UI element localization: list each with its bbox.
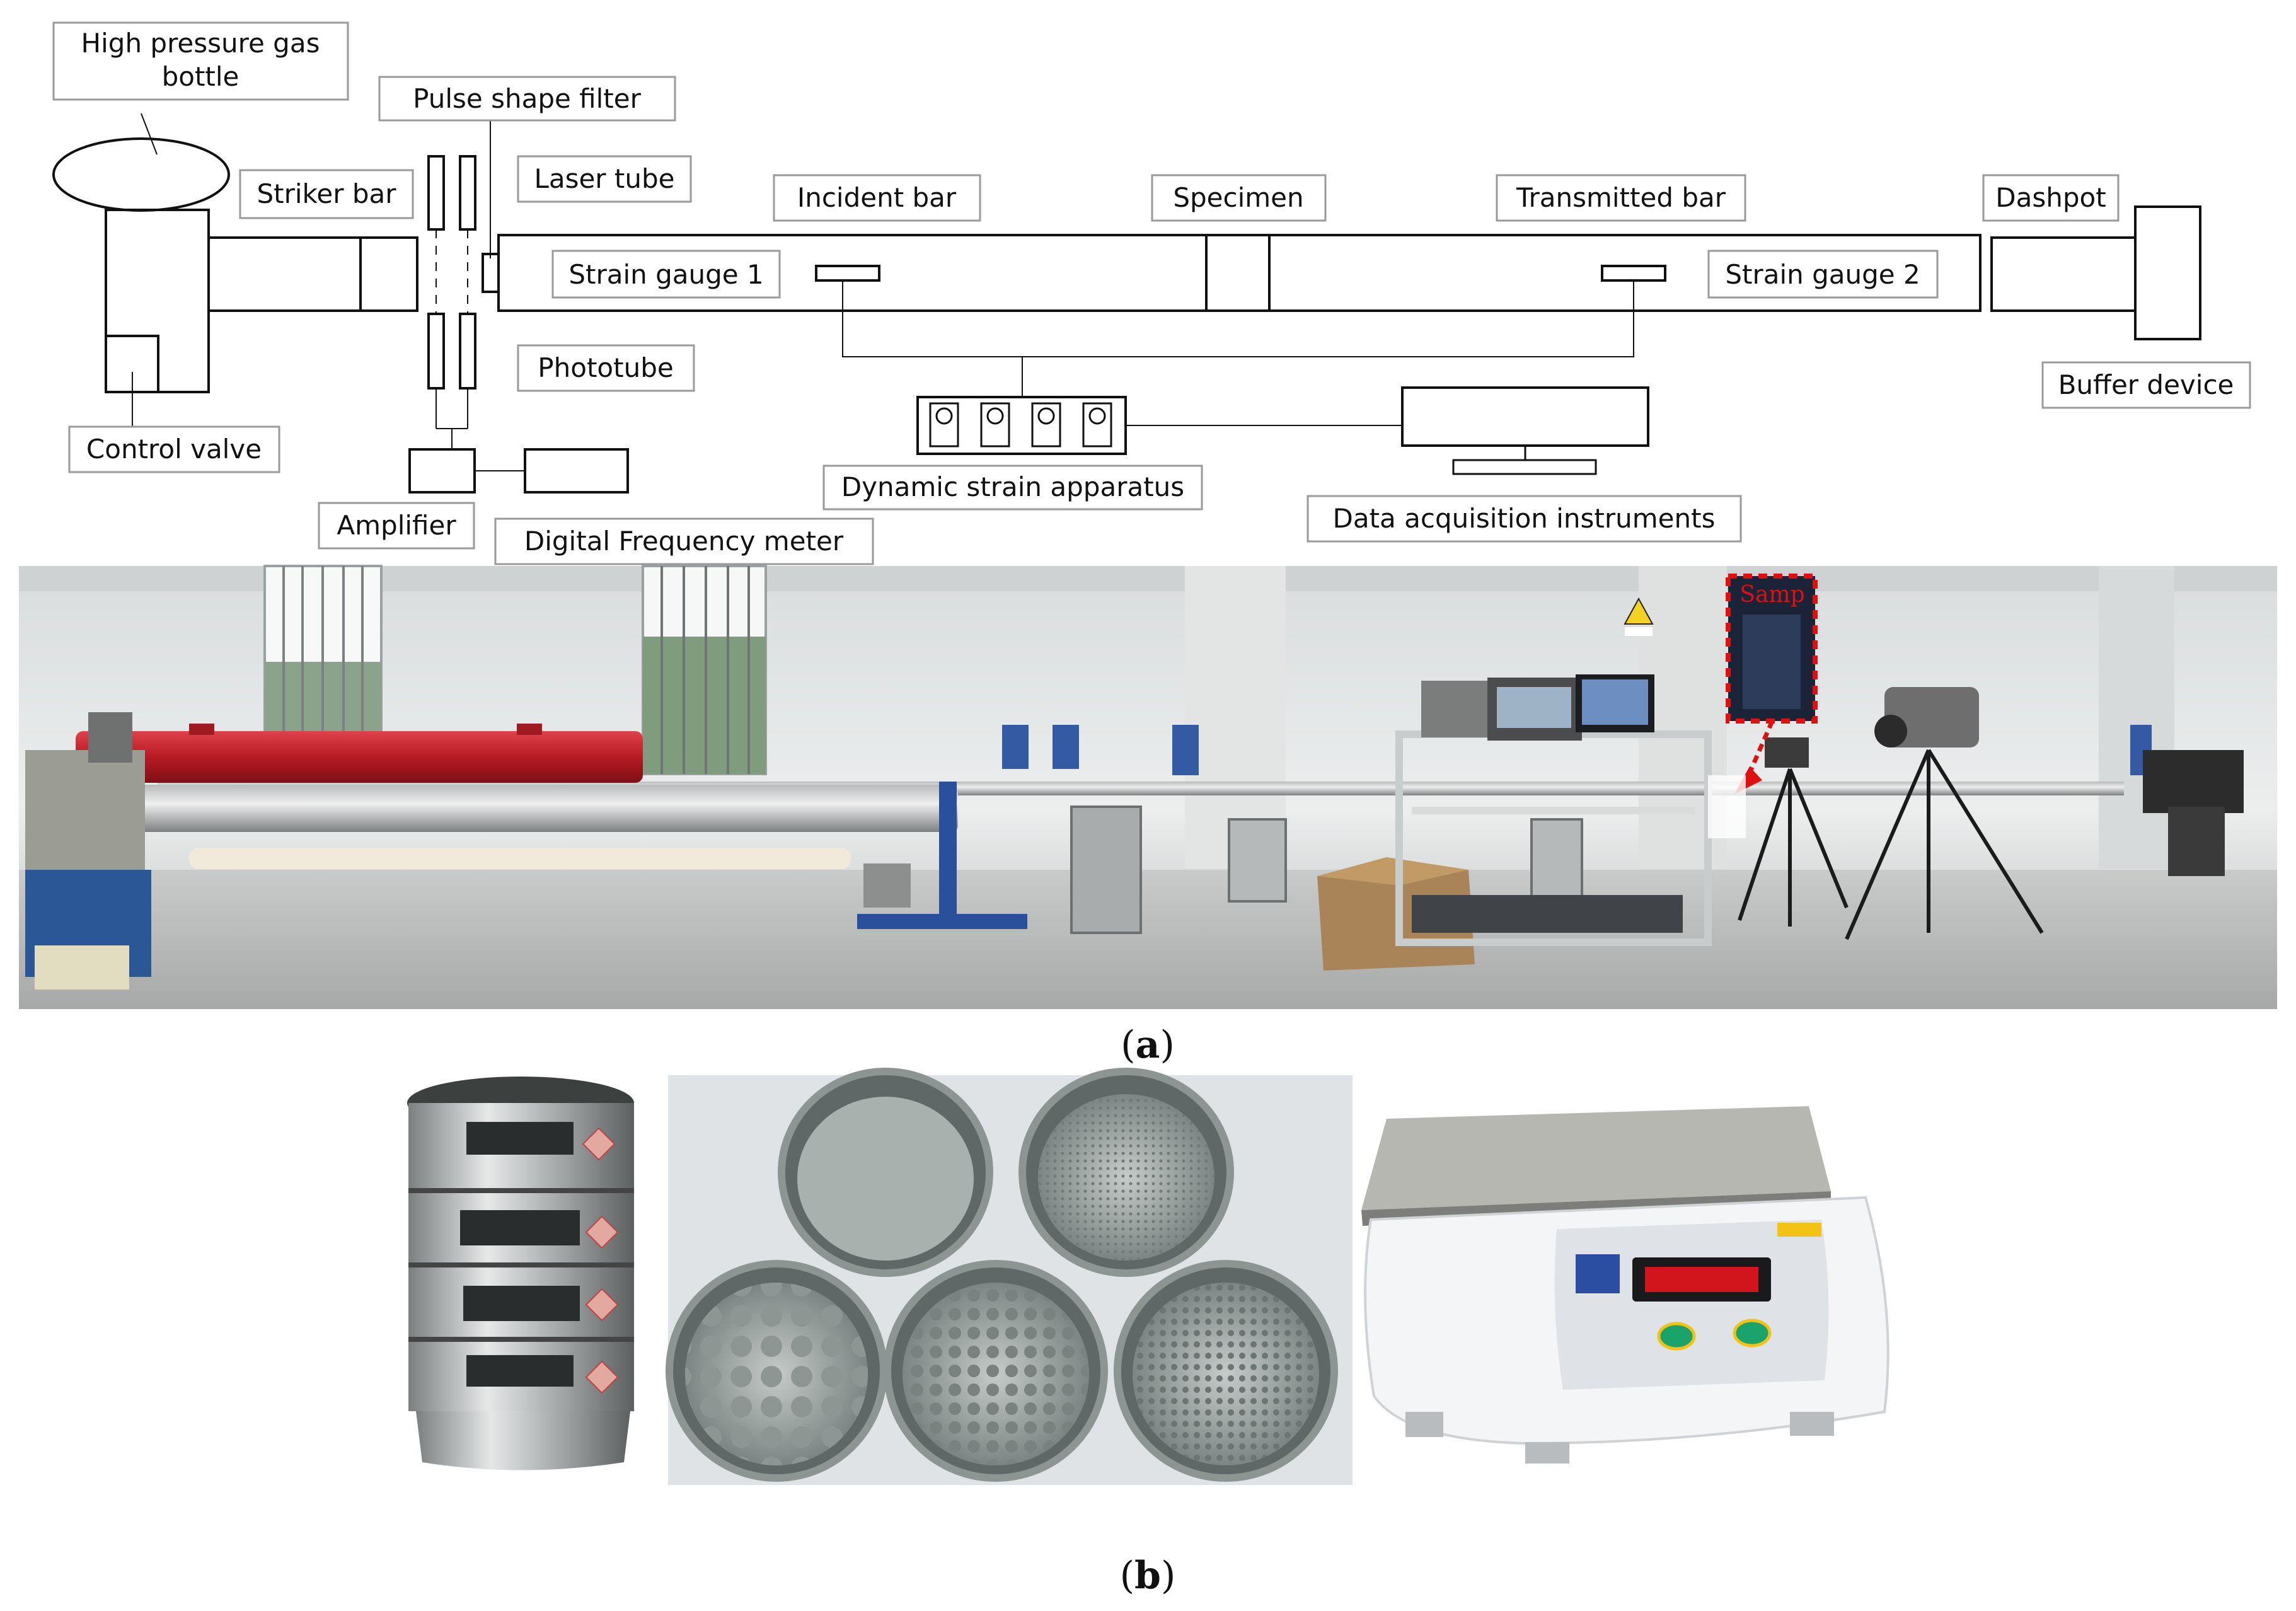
label-pulse-filter: Pulse shape filter (413, 83, 641, 114)
label-box-data-acq (1307, 495, 1742, 543)
open-sieves-photo (666, 1068, 1353, 1485)
label-box-pulse-filter (378, 76, 676, 122)
caption-b-letter: b (1134, 1554, 1161, 1598)
amplifier-box (408, 448, 476, 494)
label-strain-gauge-1: Strain gauge 1 (568, 259, 763, 290)
specimen-block (1205, 234, 1271, 312)
label-control-valve: Control valve (86, 434, 262, 465)
strain-gauge-1-shape (815, 265, 880, 282)
label-gas-bottle-1: High pressure gas (81, 28, 320, 59)
label-phototube: Phototube (538, 352, 673, 383)
phototube-right (459, 313, 476, 390)
schematic-diagram (52, 113, 2201, 494)
label-box-transmitted (1496, 174, 1746, 222)
window-middle (642, 565, 767, 775)
scale-photo (1361, 1106, 1889, 1464)
schematic-labels (52, 21, 2251, 565)
label-frequency-meter: Digital Frequency meter (524, 526, 844, 557)
label-box-incident (773, 174, 981, 222)
equipment-cart (1395, 674, 1712, 946)
label-laser-tube: Laser tube (534, 163, 674, 194)
high-speed-camera (1884, 687, 1979, 748)
laser-window (482, 253, 500, 293)
caption-a-open: ( (1121, 1023, 1135, 1067)
label-box-striker (239, 169, 414, 219)
red-gas-tube (76, 731, 643, 783)
label-transmitted-bar: Transmitted bar (1516, 182, 1726, 213)
data-monitor (1401, 386, 1649, 447)
label-box-specimen (1151, 174, 1327, 222)
label-box-control-valve (68, 425, 280, 473)
label-box-gas-bottle (52, 21, 349, 101)
label-dashpot: Dashpot (1995, 182, 2106, 213)
caption-a-letter: a (1136, 1023, 1160, 1067)
label-data-acquisition: Data acquisition instruments (1332, 503, 1715, 534)
sieve-stack-photo (391, 1077, 652, 1475)
sample-tag: Samp (1739, 582, 1804, 608)
label-box-amplifier (318, 502, 475, 550)
label-incident-bar: Incident bar (797, 182, 957, 213)
schematic-label-text: High pressure gas bottle Pulse shape fil… (81, 28, 2234, 557)
gas-bottle-cap (52, 137, 230, 212)
dashpot-block (1990, 236, 2137, 312)
strain-gauge-2-shape (1601, 265, 1666, 282)
caption-b: (b) (1120, 1554, 1176, 1598)
label-specimen: Specimen (1173, 182, 1303, 213)
caption-a: (a) (1121, 1023, 1175, 1067)
label-amplifier: Amplifier (337, 510, 456, 541)
phototube-left (427, 313, 445, 390)
label-striker-bar: Striker bar (257, 178, 396, 209)
pulse-filter-right-top (459, 155, 476, 231)
frequency-meter-box (524, 448, 629, 494)
label-buffer-device: Buffer device (2058, 369, 2234, 400)
window-left (263, 565, 383, 756)
label-box-freq-meter (494, 517, 874, 565)
label-box-laser (517, 155, 692, 203)
label-box-phototube (517, 344, 695, 392)
label-gas-bottle-2: bottle (162, 61, 239, 92)
caption-b-close: ) (1161, 1554, 1175, 1598)
caption-a-close: ) (1160, 1023, 1174, 1067)
label-box-gauge1 (551, 250, 781, 299)
label-box-buffer (2041, 361, 2251, 409)
striker-barrel (207, 236, 418, 312)
caption-b-open: ( (1120, 1554, 1134, 1598)
pulse-filter-left-top (427, 155, 445, 231)
label-strain-gauge-2: Strain gauge 2 (1725, 259, 1920, 290)
label-box-strain-apparatus (822, 465, 1203, 511)
lab-photo: Samp (19, 565, 2277, 1009)
label-dynamic-strain: Dynamic strain apparatus (841, 471, 1184, 502)
buffer-block (2134, 205, 2201, 340)
label-box-dashpot (1982, 174, 2120, 222)
label-box-gauge2 (1707, 250, 1939, 299)
